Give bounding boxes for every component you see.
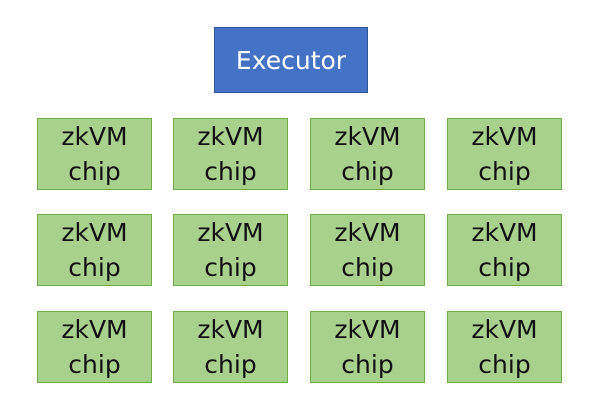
zkvm-chip-box: zkVM chip bbox=[37, 214, 152, 286]
executor-box: Executor bbox=[214, 27, 368, 93]
chip-label-line1: zkVM bbox=[334, 218, 401, 247]
chip-label-line1: zkVM bbox=[197, 122, 264, 151]
chip-label-line2: chip bbox=[341, 157, 394, 186]
zkvm-chip-box: zkVM chip bbox=[173, 311, 288, 383]
chip-label-line2: chip bbox=[341, 350, 394, 379]
chip-label-line1: zkVM bbox=[471, 315, 538, 344]
zkvm-chip-box: zkVM chip bbox=[173, 118, 288, 190]
zkvm-chip-box: zkVM chip bbox=[447, 311, 562, 383]
chip-label-line1: zkVM bbox=[61, 122, 128, 151]
chip-label-line2: chip bbox=[204, 253, 257, 282]
chip-label-line1: zkVM bbox=[61, 315, 128, 344]
zkvm-chip-box: zkVM chip bbox=[310, 311, 425, 383]
zkvm-chip-box: zkVM chip bbox=[447, 118, 562, 190]
zkvm-chip-box: zkVM chip bbox=[310, 214, 425, 286]
zkvm-chip-box: zkVM chip bbox=[310, 118, 425, 190]
chip-label-line1: zkVM bbox=[61, 218, 128, 247]
zkvm-chip-box: zkVM chip bbox=[37, 118, 152, 190]
chip-label-line1: zkVM bbox=[471, 122, 538, 151]
zkvm-chip-box: zkVM chip bbox=[173, 214, 288, 286]
chip-label-line1: zkVM bbox=[334, 122, 401, 151]
zkvm-chip-box: zkVM chip bbox=[447, 214, 562, 286]
chip-label-line2: chip bbox=[68, 157, 121, 186]
zkvm-chip-box: zkVM chip bbox=[37, 311, 152, 383]
chip-label-line1: zkVM bbox=[471, 218, 538, 247]
chip-label-line1: zkVM bbox=[334, 315, 401, 344]
chip-label-line2: chip bbox=[204, 350, 257, 379]
chip-label-line2: chip bbox=[204, 157, 257, 186]
chip-label-line2: chip bbox=[478, 157, 531, 186]
chip-label-line2: chip bbox=[341, 253, 394, 282]
chip-label-line2: chip bbox=[68, 350, 121, 379]
chip-label-line2: chip bbox=[478, 253, 531, 282]
chip-label-line1: zkVM bbox=[197, 218, 264, 247]
chip-label-line1: zkVM bbox=[197, 315, 264, 344]
chip-label-line2: chip bbox=[68, 253, 121, 282]
chip-label-line2: chip bbox=[478, 350, 531, 379]
